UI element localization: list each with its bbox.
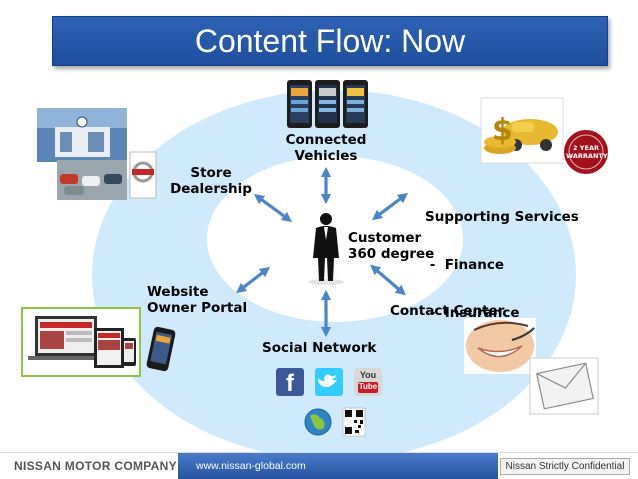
footer-url-band (178, 453, 498, 479)
contact-center-image (464, 318, 536, 374)
warranty-seal-icon (564, 130, 608, 174)
arrow-store-dealership (253, 193, 293, 223)
customer-figure-icon (308, 213, 344, 285)
website-devices-image (21, 307, 141, 377)
qr-code-icon (342, 407, 366, 437)
label-customer: Customer 360 degree (348, 230, 435, 262)
smartphone-image (146, 326, 176, 372)
arrow-contact-center (370, 264, 406, 296)
footer-url-link[interactable]: www.nissan-global.com (196, 460, 306, 472)
label-connected-vehicles: Connected Vehicles (285, 132, 367, 164)
globe-icon (304, 408, 332, 436)
twitter-icon (315, 368, 343, 396)
footer-company-name: NISSAN MOTOR COMPANY (14, 459, 177, 473)
facebook-icon (276, 368, 304, 396)
arrow-website (235, 266, 271, 294)
youtube-icon-text: You Tube (358, 370, 378, 391)
email-envelope-icon (529, 357, 599, 415)
title-bar: Content Flow: Now (52, 16, 608, 66)
label-store-dealership: Store Dealership (170, 165, 252, 197)
dealership-photos-image (37, 108, 157, 200)
svg-text:$: $ (492, 113, 513, 148)
label-supporting-services: Supporting Services - Finance - Insuranc… (425, 209, 579, 321)
label-website-owner-portal: Website Owner Portal (147, 284, 248, 316)
confidential-label: Nissan Strictly Confidential (500, 458, 630, 475)
youtube-icon (354, 368, 382, 396)
facebook-icon-letter: f (286, 370, 294, 397)
phones-image (287, 80, 368, 128)
money-car-image: $ (480, 97, 564, 164)
label-social-network: Social Network (262, 340, 377, 356)
warranty-seal-text: 2 YEAR WARRANTY (566, 144, 608, 160)
slide-title: Content Flow: Now (194, 22, 466, 59)
arrow-supporting-services (371, 192, 409, 221)
label-contact-center: Contact Center (390, 303, 505, 319)
footer-bar: NISSAN MOTOR COMPANY www.nissan-global.c… (0, 452, 638, 479)
